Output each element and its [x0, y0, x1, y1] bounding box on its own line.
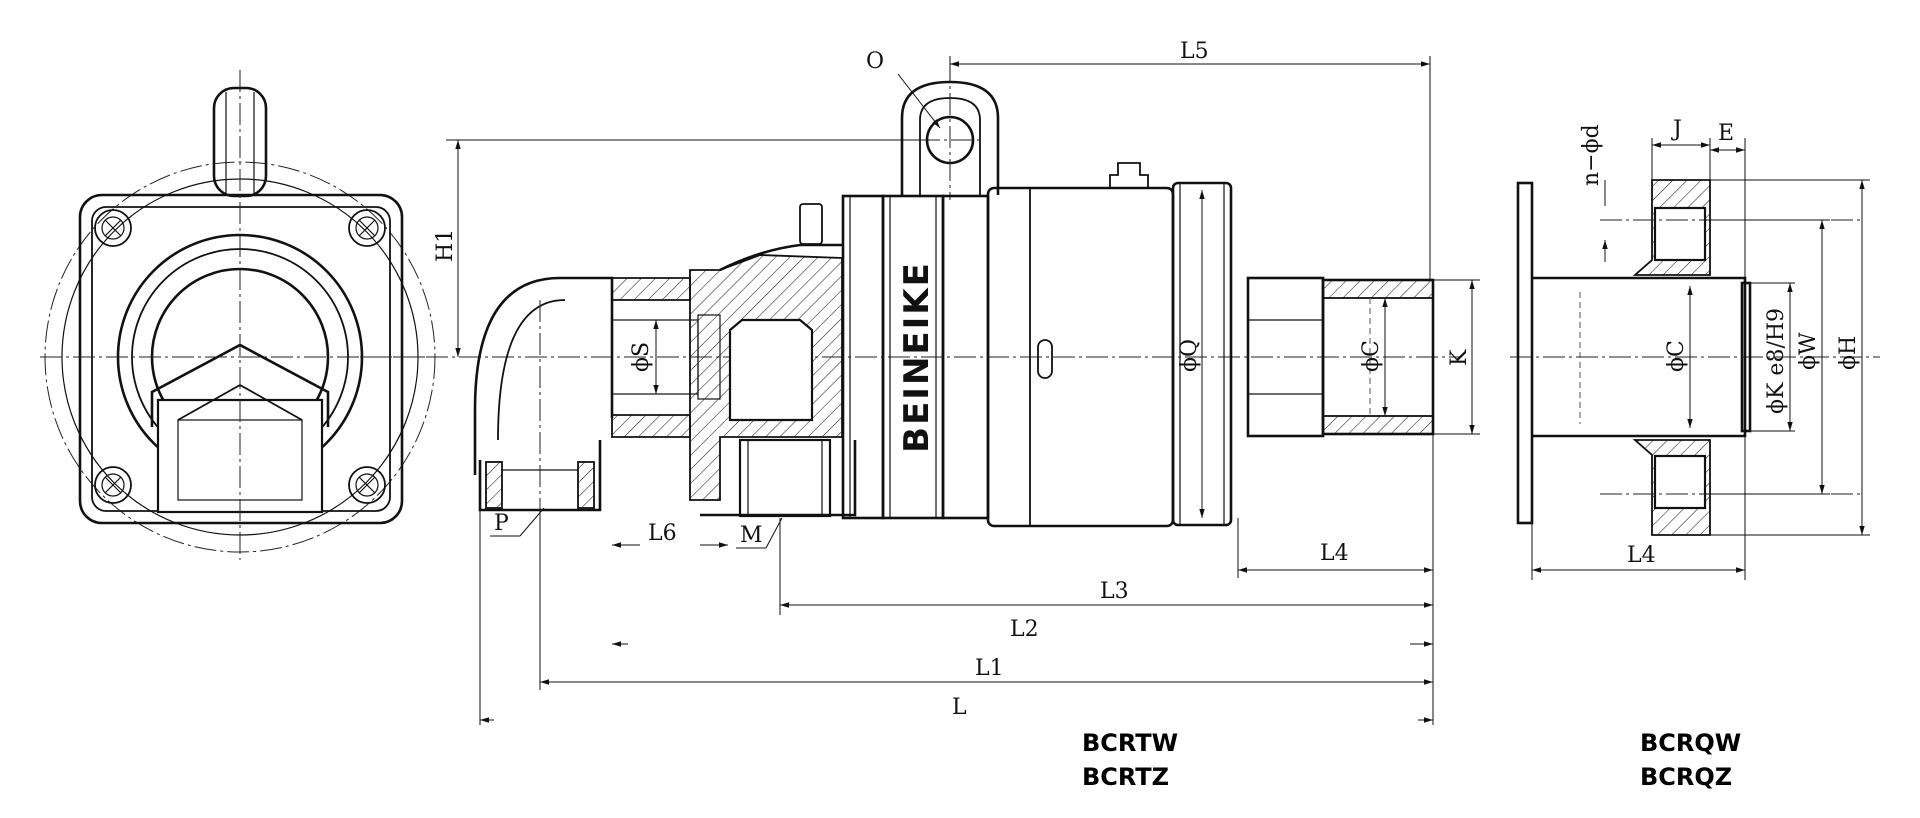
label-L1: L1: [975, 656, 1004, 681]
corner-bolt: [94, 466, 132, 504]
big-flange: [1171, 181, 1233, 527]
label-L: L: [952, 695, 967, 720]
label-E: E: [1718, 121, 1734, 146]
model-label-bcrqz: BCRQZ: [1640, 763, 1732, 791]
label-K-fit: ϕK e8/H9: [1764, 308, 1789, 414]
brand-text: BEINEIKE: [897, 261, 937, 453]
label-S: ϕS: [629, 342, 654, 372]
label-n-phi-d: n−ϕd: [1579, 124, 1604, 186]
end-view: [40, 70, 440, 560]
label-Q: ϕQ: [1177, 339, 1202, 372]
label-H1: H1: [433, 229, 458, 262]
label-C: ϕC: [1359, 340, 1384, 372]
label-L3: L3: [1100, 579, 1129, 604]
label-W: ϕW: [1796, 332, 1821, 370]
corner-bolt: [94, 209, 132, 247]
port-M: [738, 438, 832, 518]
label-C-flange: ϕC: [1664, 340, 1689, 372]
model-label-bcrqw: BCRQW: [1640, 729, 1741, 757]
label-L4-flange: L4: [1627, 543, 1656, 568]
flange-tube: [1532, 276, 1747, 438]
label-P: P: [494, 511, 509, 536]
side-view: BEINEIKE O L5: [360, 39, 1480, 725]
label-L5: L5: [1180, 39, 1209, 64]
label-M: M: [740, 523, 763, 548]
corner-bolt: [348, 209, 386, 247]
label-H: ϕH: [1836, 336, 1861, 370]
flange-view: n−ϕd J E ϕC ϕK e8/H9 ϕW ϕH L4: [1510, 117, 1880, 580]
label-O: O: [866, 49, 884, 74]
label-J: J: [1671, 117, 1682, 142]
label-L2: L2: [1010, 617, 1039, 642]
back-flange: [1516, 181, 1534, 525]
label-K: K: [1447, 349, 1472, 366]
corner-bolt: [348, 466, 386, 504]
model-label-bcrtz: BCRTZ: [1082, 763, 1169, 791]
label-L4: L4: [1320, 541, 1349, 566]
label-L6: L6: [648, 521, 677, 546]
elbow-body: [473, 276, 614, 475]
model-label-bcrtw: BCRTW: [1082, 729, 1178, 757]
